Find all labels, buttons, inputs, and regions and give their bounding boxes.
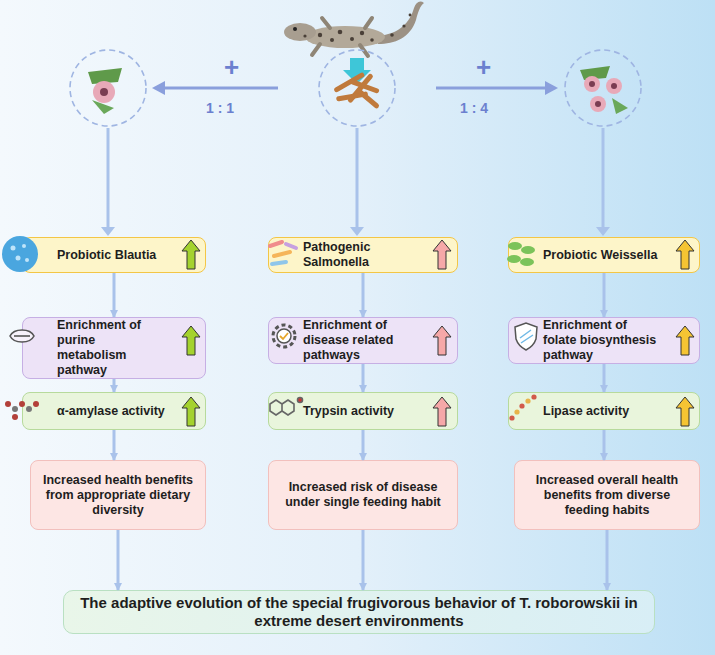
process-box: Pathogenic Salmonella <box>268 237 458 273</box>
flow-arrow <box>606 530 609 590</box>
flow-arrow <box>113 430 116 460</box>
dashed-circles <box>70 50 641 126</box>
process-box: Probiotic Blautia <box>22 237 206 273</box>
flow-arrow <box>362 430 365 460</box>
fruit-picture <box>88 68 122 114</box>
box-text: Lipase activity <box>543 404 629 419</box>
plus-sign: + <box>224 52 239 83</box>
gecko-illustration <box>284 2 424 56</box>
process-box: Lipase activity <box>508 392 700 430</box>
fruit-picture <box>580 66 628 114</box>
process-box: Increased overall health benefits from d… <box>514 460 700 530</box>
process-box: The adaptive evolution of the special fr… <box>63 590 655 634</box>
process-box: Increased risk of disease under single f… <box>268 460 458 530</box>
bacteria-icon <box>2 236 38 272</box>
ratio-label: 1 : 1 <box>206 100 234 116</box>
box-text: Probiotic Weissella <box>543 248 657 263</box>
process-box: Enrichment of purine metabolism pathway <box>22 317 206 379</box>
process-box: Increased health benefits from appropria… <box>30 460 206 530</box>
flow-arrow <box>603 364 606 392</box>
plus-sign: + <box>476 52 491 83</box>
ratio-label: 1 : 4 <box>460 100 488 116</box>
pathway-icon <box>10 330 34 342</box>
down-arrow <box>343 58 371 84</box>
molecule-icon <box>270 398 303 416</box>
box-text: Trypsin activity <box>303 404 394 419</box>
process-box: Enrichment of disease related pathways <box>268 317 458 364</box>
bacteria-icon <box>270 242 296 264</box>
box-text: Enrichment of folate biosynthesis pathwa… <box>543 318 659 363</box>
box-text: The adaptive evolution of the special fr… <box>78 594 640 630</box>
process-box: α-amylase activity <box>22 392 206 430</box>
process-box: Trypsin activity <box>268 392 458 430</box>
box-text: Probiotic Blautia <box>57 248 156 263</box>
flow-arrow <box>113 379 116 392</box>
molecule-icon <box>5 401 39 420</box>
mealworm-picture <box>333 72 380 110</box>
process-box: Probiotic Weissella <box>508 237 700 273</box>
flow-arrow <box>603 273 606 317</box>
ratio-arrows <box>152 81 558 95</box>
up-arrows <box>182 240 694 426</box>
flow-arrow <box>117 530 120 590</box>
box-text: Increased risk of disease under single f… <box>277 480 449 510</box>
flow-arrow <box>603 430 606 460</box>
box-text: Increased overall health benefits from d… <box>523 473 691 518</box>
flow-arrows <box>101 128 610 236</box>
flow-arrow <box>362 364 365 392</box>
box-text: Pathogenic Salmonella <box>303 240 417 270</box>
flow-arrow <box>362 273 365 317</box>
box-text: Increased health benefits from appropria… <box>39 473 197 518</box>
box-text: α-amylase activity <box>57 404 165 419</box>
flow-arrow <box>362 530 365 590</box>
molecule-icon <box>509 394 536 420</box>
box-text: Enrichment of purine metabolism pathway <box>57 318 165 378</box>
gear-icon <box>273 325 295 347</box>
shield-icon <box>515 323 537 350</box>
bacteria-icon <box>507 242 535 266</box>
box-text: Enrichment of disease related pathways <box>303 318 417 363</box>
process-box: Enrichment of folate biosynthesis pathwa… <box>508 317 700 364</box>
flow-arrow <box>113 273 116 317</box>
